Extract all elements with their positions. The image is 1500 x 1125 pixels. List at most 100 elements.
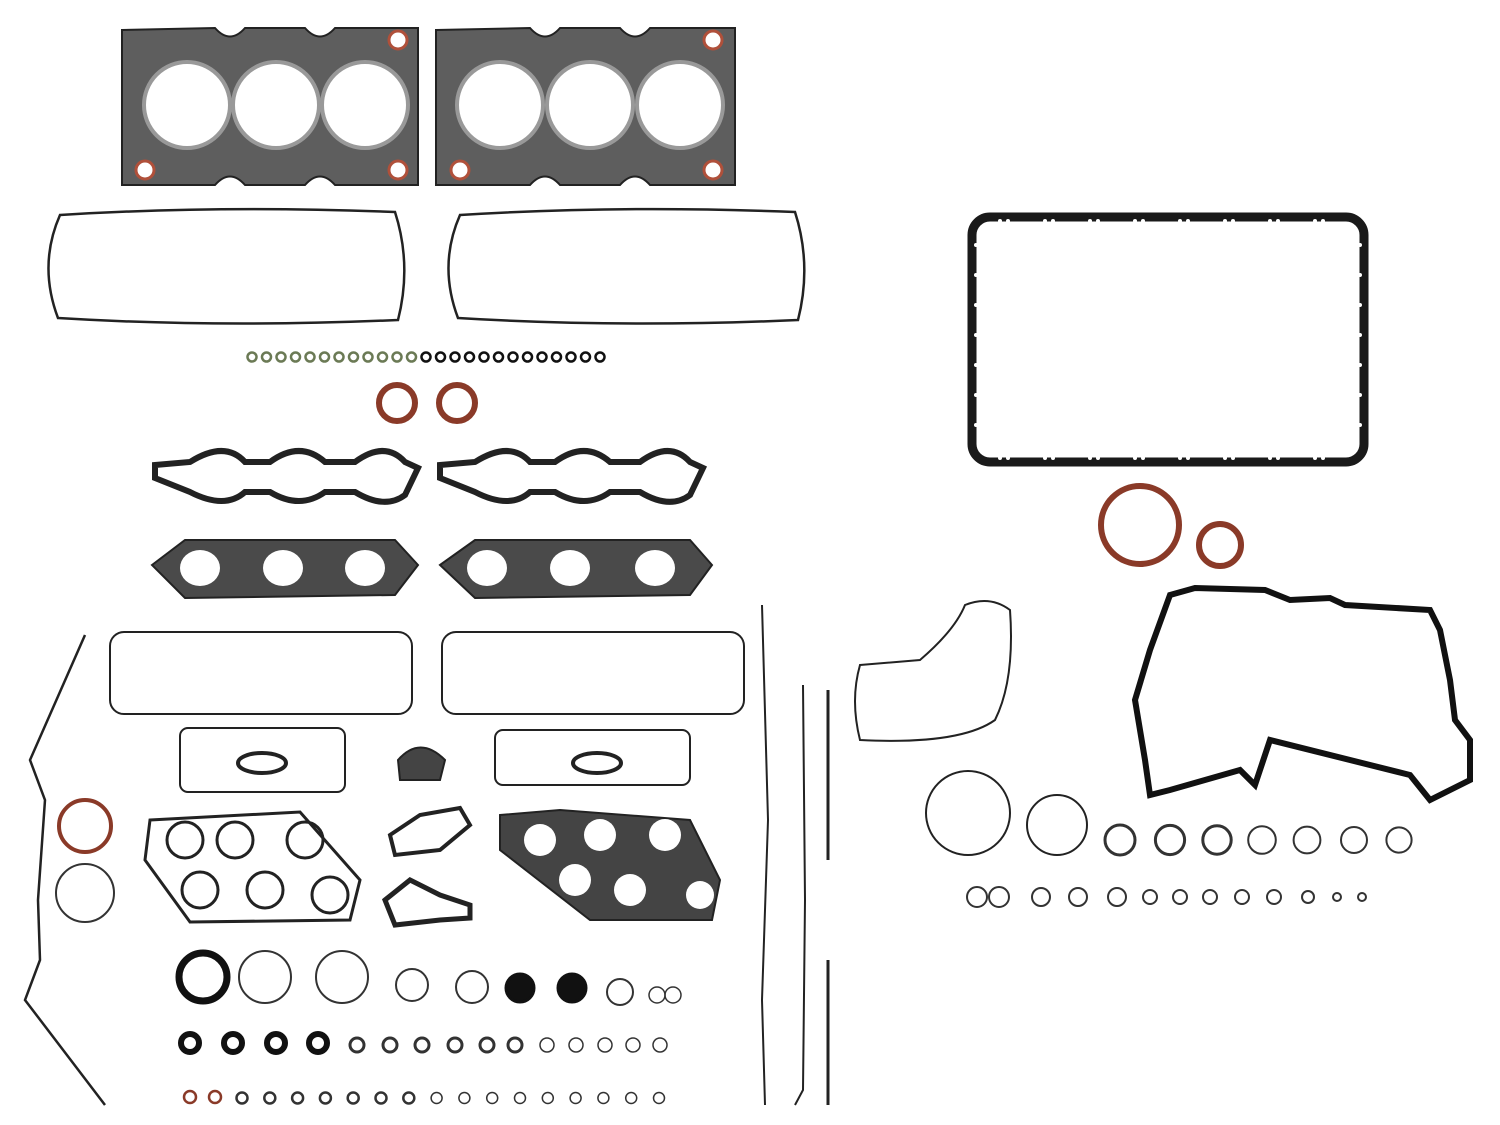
- o-ring: [182, 1089, 198, 1105]
- o-ring-group: [55, 351, 1413, 1105]
- bolt-hole: [1231, 219, 1235, 223]
- o-ring: [1385, 826, 1413, 854]
- o-ring: [1201, 824, 1233, 856]
- bolt-hole: [1358, 243, 1362, 247]
- o-ring: [569, 1091, 582, 1105]
- valve-stem-seal: [391, 351, 403, 363]
- valve-stem-seal: [478, 351, 490, 363]
- valve-stem-seal: [550, 351, 563, 363]
- small-flange-gasket: [236, 751, 288, 775]
- o-ring: [306, 1031, 330, 1055]
- bolt-hole: [1186, 219, 1190, 223]
- o-ring: [624, 1091, 638, 1105]
- valve-stem-seal: [492, 351, 505, 363]
- oil-pan-gasket: [967, 212, 1369, 467]
- valve-cover-gasket-right: [447, 207, 806, 325]
- bolt-hole: [998, 219, 1002, 223]
- o-ring: [374, 1091, 388, 1105]
- o-ring: [238, 950, 292, 1004]
- o-ring: [539, 1037, 555, 1053]
- o-ring: [402, 1091, 416, 1105]
- o-ring: [988, 886, 1010, 908]
- o-ring: [966, 886, 988, 908]
- o-ring: [346, 1091, 360, 1105]
- valve-stem-seal: [507, 351, 519, 363]
- cylinder-head-gasket-left: [121, 26, 419, 186]
- bolt-hole: [1133, 456, 1137, 460]
- plug-seal: [504, 972, 536, 1004]
- rear-main-seal: [1098, 483, 1182, 567]
- valve-stem-seal: [565, 351, 577, 363]
- o-ring: [1301, 890, 1315, 904]
- bolt-hole: [1276, 456, 1280, 460]
- bolt-hole: [1268, 219, 1272, 223]
- bolt-hole: [1141, 219, 1145, 223]
- valve-stem-seal: [594, 351, 606, 363]
- bolt-hole: [1186, 456, 1190, 460]
- o-ring: [541, 1091, 555, 1105]
- bolt-hole: [1141, 456, 1145, 460]
- bolt-hole: [1051, 456, 1055, 460]
- valve-stem-seal: [463, 351, 476, 363]
- o-ring: [175, 949, 231, 1005]
- o-ring: [430, 1091, 443, 1105]
- bolt-hole: [1268, 456, 1272, 460]
- bolt-hole: [974, 393, 978, 397]
- o-ring: [1103, 823, 1137, 857]
- plug-seal: [556, 972, 588, 1004]
- throttle-gasket-left: [179, 727, 346, 793]
- valve-stem-seal: [579, 351, 592, 363]
- bolt-hole: [974, 273, 978, 277]
- o-ring: [1292, 825, 1322, 855]
- o-ring: [221, 1031, 245, 1055]
- o-ring: [568, 1037, 584, 1053]
- o-ring: [1247, 825, 1277, 855]
- o-ring: [55, 863, 115, 923]
- valve-stem-seal: [376, 351, 389, 363]
- thermostat-gasket: [387, 805, 473, 858]
- o-ring: [1031, 887, 1051, 907]
- bolt-hole: [1358, 423, 1362, 427]
- bolt-hole: [974, 243, 978, 247]
- o-ring: [625, 1037, 641, 1053]
- bolt-hole: [998, 456, 1002, 460]
- o-ring: [207, 1089, 223, 1105]
- bolt-hole: [1133, 219, 1137, 223]
- bolt-hole: [1276, 219, 1280, 223]
- o-ring: [485, 1091, 499, 1105]
- o-ring: [1068, 887, 1088, 907]
- o-ring: [506, 1036, 524, 1054]
- o-ring: [1357, 892, 1367, 902]
- bolt-hole: [1231, 456, 1235, 460]
- bolt-hole: [1006, 456, 1010, 460]
- o-ring: [1142, 889, 1158, 905]
- o-ring: [413, 1036, 431, 1054]
- bolt-hole: [1088, 219, 1092, 223]
- o-ring: [446, 1036, 464, 1054]
- intake-manifold-gasket-left: [152, 448, 423, 505]
- bolt-hole: [1043, 456, 1047, 460]
- seal-strip: [760, 604, 770, 1106]
- o-ring: [606, 978, 634, 1006]
- seal-strip: [794, 684, 807, 1106]
- o-ring: [1340, 826, 1368, 854]
- cam-seal-left: [376, 382, 418, 424]
- bolt-hole: [1096, 456, 1100, 460]
- valve-stem-seal: [347, 351, 360, 363]
- o-ring: [664, 986, 682, 1004]
- bolt-hole: [1321, 219, 1325, 223]
- o-ring: [478, 1036, 496, 1054]
- egr-gasket: [396, 746, 447, 781]
- valve-stem-seal: [521, 351, 534, 363]
- cylinder-head-gasket-right: [435, 26, 736, 186]
- valve-stem-seal: [420, 351, 432, 363]
- o-ring: [652, 1091, 666, 1105]
- intake-manifold-gasket-right: [437, 448, 708, 505]
- o-ring: [290, 1091, 305, 1105]
- valve-stem-seal: [362, 351, 374, 363]
- o-ring: [1202, 889, 1218, 905]
- o-ring: [263, 1091, 277, 1105]
- water-pump-gasket: [854, 600, 1012, 742]
- o-ring: [1172, 889, 1188, 905]
- bolt-hole: [974, 303, 978, 307]
